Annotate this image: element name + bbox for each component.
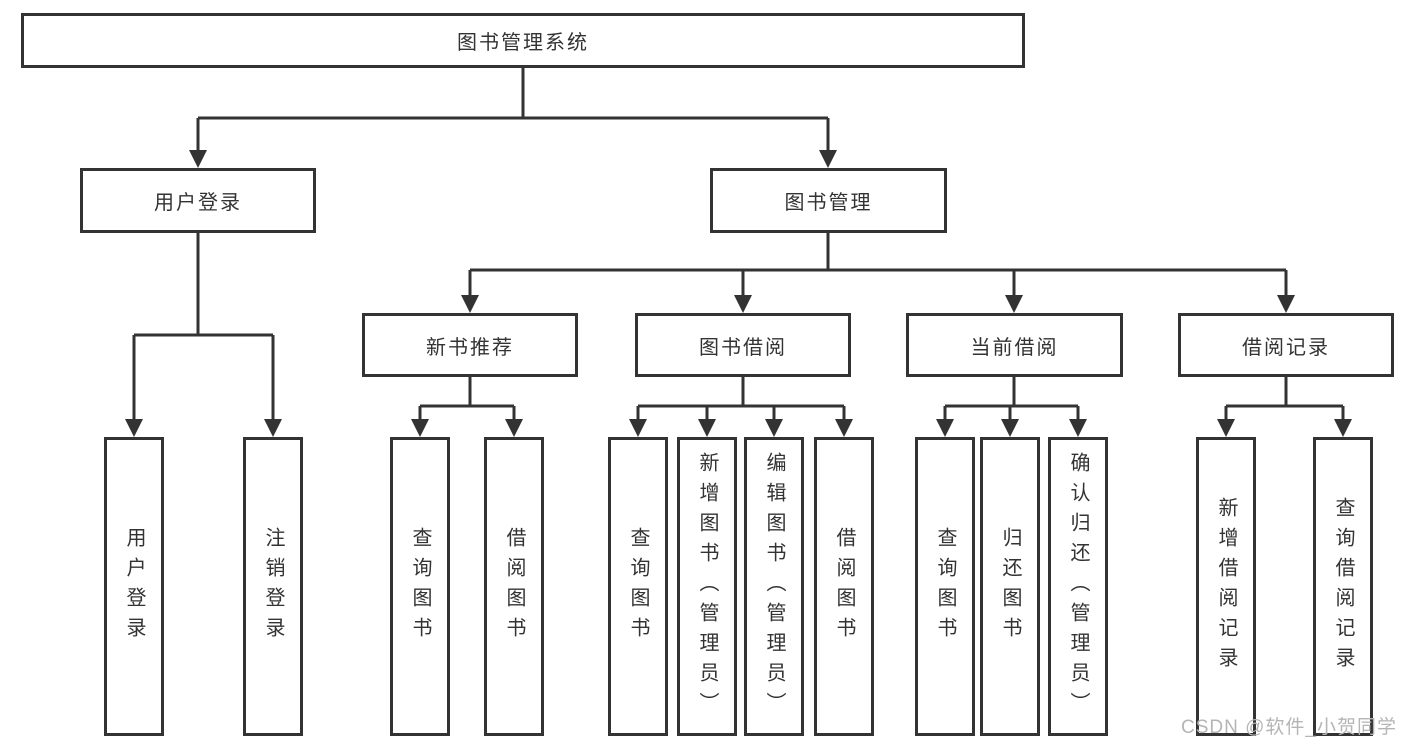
leaf-label: 查询图书	[627, 526, 649, 647]
leaf-label: 新增图书（管理员）	[696, 451, 718, 722]
leaf-add-book-admin: 新增图书（管理员）	[677, 437, 737, 736]
leaf-new-query-book: 查询图书	[390, 437, 450, 736]
leaf-label: 借阅图书	[833, 526, 855, 647]
csdn-watermark: CSDN @软件_小贺同学	[1181, 717, 1397, 738]
leaf-label: 编辑图书（管理员）	[763, 451, 785, 722]
edge-borrow-to-leaves	[629, 377, 853, 437]
leaf-label: 借阅图书	[503, 526, 525, 647]
leaf-new-borrow-book: 借阅图书	[484, 437, 544, 736]
leaf-label: 注销登录	[262, 526, 284, 647]
leaf-edit-book-admin: 编辑图书（管理员）	[744, 437, 804, 736]
node-root-label: 图书管理系统	[457, 32, 589, 54]
node-label: 图书管理	[784, 192, 873, 214]
leaf-label: 确认归还（管理员）	[1067, 451, 1089, 722]
leaf-borrow-query-book: 查询图书	[608, 437, 668, 736]
edge-record-to-leaves	[1217, 377, 1352, 437]
node-borrow-record: 借阅记录	[1178, 313, 1394, 377]
leaf-label: 用户登录	[123, 526, 145, 647]
leaf-current-query-book: 查询图书	[915, 437, 975, 736]
node-book-borrow: 图书借阅	[635, 313, 851, 377]
node-book-manage-branch: 图书管理	[710, 168, 947, 233]
edge-login-to-leaves	[125, 233, 282, 437]
node-new-book-recommend: 新书推荐	[362, 313, 578, 377]
leaf-borrow-book: 借阅图书	[814, 437, 874, 736]
leaf-add-borrow-record: 新增借阅记录	[1196, 437, 1256, 736]
leaf-label: 查询借阅记录	[1332, 496, 1354, 677]
node-label: 新书推荐	[426, 336, 514, 359]
node-label: 图书借阅	[699, 336, 787, 359]
edge-newbook-to-leaves	[411, 377, 523, 437]
leaf-label: 新增借阅记录	[1215, 496, 1237, 677]
edge-current-to-leaves	[936, 377, 1087, 437]
edge-manage-to-level3	[461, 233, 1295, 313]
leaf-query-borrow-record: 查询借阅记录	[1313, 437, 1373, 736]
node-label: 用户登录	[154, 192, 242, 214]
leaf-user-login: 用户登录	[104, 437, 164, 736]
leaf-label: 归还图书	[999, 526, 1021, 647]
node-root-system: 图书管理系统	[21, 13, 1025, 68]
node-label: 当前借阅	[970, 336, 1059, 359]
node-current-borrow: 当前借阅	[906, 313, 1123, 377]
leaf-confirm-return-admin: 确认归还（管理员）	[1048, 437, 1108, 736]
edge-root-to-level2	[189, 68, 837, 168]
leaf-label: 查询图书	[409, 526, 431, 647]
leaf-label: 查询图书	[934, 526, 956, 647]
node-label: 借阅记录	[1242, 336, 1330, 359]
leaf-logout: 注销登录	[243, 437, 303, 736]
node-user-login-branch: 用户登录	[80, 168, 316, 233]
leaf-return-book: 归还图书	[980, 437, 1040, 736]
